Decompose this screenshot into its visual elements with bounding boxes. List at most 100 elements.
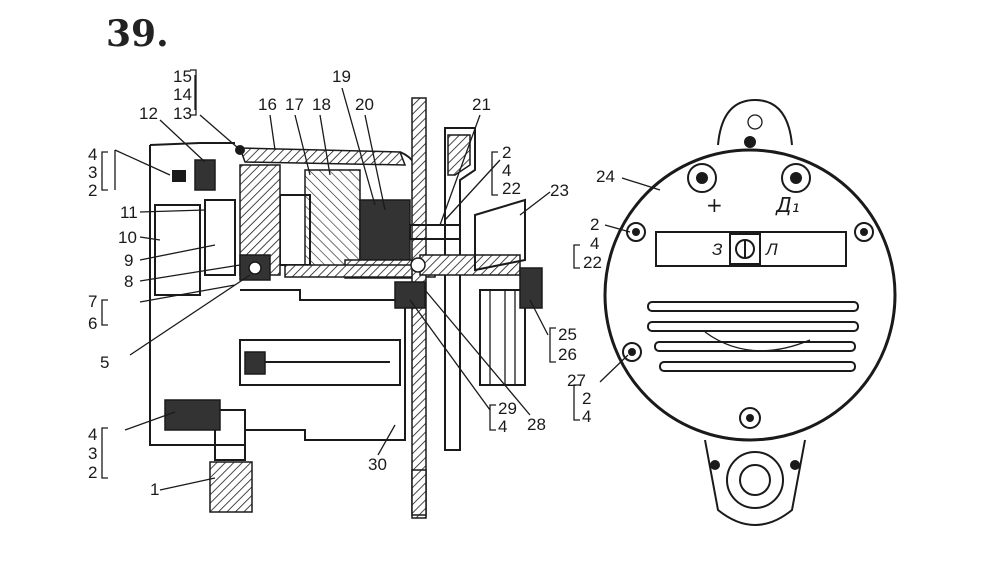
figure-number: 39. [106,13,169,55]
screw-top [744,136,756,148]
switch-mark-l: Л [765,240,778,259]
front-bearing [394,281,426,309]
label-1: 1 [150,480,159,499]
label-25: 25 [558,325,577,344]
screw-left-head [632,228,640,236]
label-23: 23 [550,181,569,200]
front-bracket-section [447,134,471,176]
terminal-nut-top [172,170,186,182]
bottom-lug-hole [739,464,771,496]
bracket-2-4-22 [573,244,580,269]
rear-bearing-ball [248,261,262,275]
stator-core [304,169,361,271]
label-2-top: 2 [88,181,97,200]
label-24: 24 [596,167,615,186]
front-bracket [444,127,476,451]
label-19: 19 [332,67,351,86]
side-view: 15 14 13 12 16 17 18 19 20 21 4 3 2 11 1… [88,67,577,519]
mount-foot [214,409,246,461]
label-20: 20 [355,95,374,114]
plus-mark: + [706,193,723,217]
label-9: 9 [124,251,133,270]
side-brackets [101,69,556,479]
label-22-end: 22 [583,253,602,272]
shaft-nut [519,267,543,309]
top-lug [717,98,793,146]
pulley-lower [479,289,526,386]
top-lug-hole [747,114,763,130]
vent-slots [647,301,859,372]
label-2-end: 2 [590,215,599,234]
label-4-29: 4 [498,417,507,436]
label-21: 21 [472,95,491,114]
d1-terminal-boss [781,163,811,193]
rear-housing-top [149,142,235,146]
mount-bushing [209,461,253,513]
screw-27 [622,342,642,362]
side-leaders [114,75,551,491]
label-5: 5 [100,353,109,372]
label-29: 29 [498,399,517,418]
switch-mark-z: З [712,240,723,259]
switch-knob-housing [729,233,761,265]
label-22-right: 22 [502,179,521,198]
label-14: 14 [173,85,192,104]
label-2-bottom: 2 [88,463,97,482]
label-4-end: 4 [590,234,599,253]
label-28: 28 [527,415,546,434]
label-3-bottom: 3 [88,444,97,463]
screw-right-head [860,228,868,236]
front-bearing-ball [410,257,426,273]
label-4-27: 4 [582,407,591,426]
label-4-top: 4 [88,145,97,164]
label-2-right: 2 [502,143,511,162]
plus-terminal-boss [687,163,717,193]
label-10: 10 [118,228,137,247]
screw-bottom-head [746,414,754,422]
bottom-lug-ring [726,451,784,509]
cover-strip [238,147,407,166]
capacitor [204,199,236,276]
label-7: 7 [88,292,97,311]
screw-right [854,222,874,242]
terminal-top [194,159,216,191]
fan-plate-bottom [411,469,427,516]
rear-housing-outline [149,145,406,446]
tie-rod-nut [244,351,266,375]
label-26: 26 [558,345,577,364]
lower-housing [239,339,401,386]
bolt-21 [409,224,461,240]
label-15: 15 [173,67,192,86]
screw-bottom [739,407,761,429]
label-2-27: 2 [582,389,591,408]
label-8: 8 [124,272,133,291]
switch-plate [655,231,847,267]
terminal-bottom [164,399,221,431]
plus-terminal-bolt [696,172,708,184]
label-3-top: 3 [88,163,97,182]
bracket-27-2-4 [573,384,580,421]
label-11: 11 [120,203,138,222]
pulley-top [474,198,526,272]
screw-27-head [628,348,636,356]
d1-mark: Д₁ [775,193,800,217]
bottom-lug-screw-left [710,460,720,470]
label-13: 13 [173,104,192,123]
d1-terminal-bolt [790,172,802,184]
label-30: 30 [368,455,387,474]
bottom-lug-screw-right [790,460,800,470]
label-17: 17 [285,95,304,114]
label-12: 12 [139,104,158,123]
end-cover-disc [603,148,897,442]
label-18: 18 [312,95,331,114]
label-4-right: 4 [502,161,511,180]
screw-left [626,222,646,242]
end-leaders [599,177,661,383]
label-6: 6 [88,314,97,333]
label-4-bottom: 4 [88,425,97,444]
label-27: 27 [567,371,586,390]
label-16: 16 [258,95,277,114]
bottom-lug [704,439,806,526]
